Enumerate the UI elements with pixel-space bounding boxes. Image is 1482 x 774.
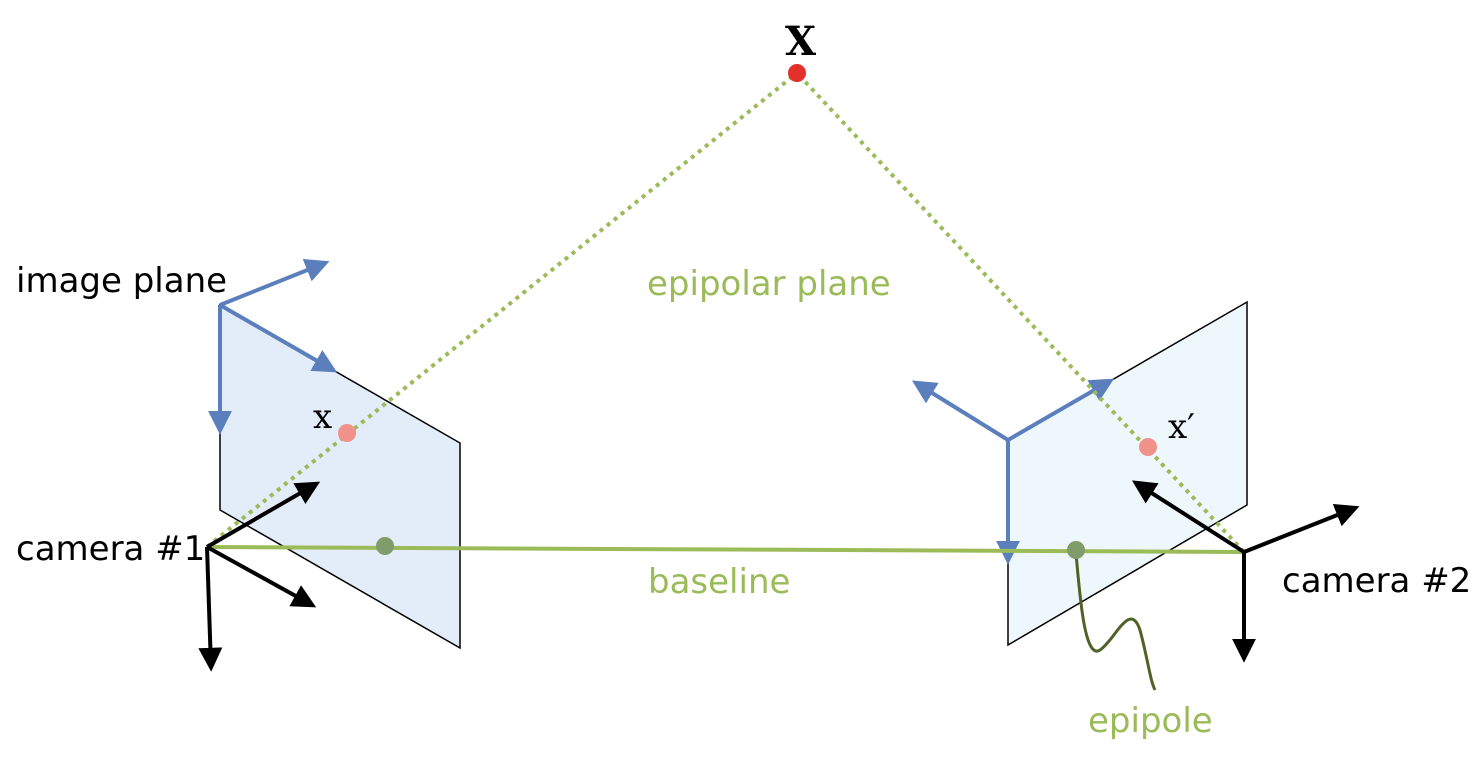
world-point-X xyxy=(788,64,806,82)
epipole-leader xyxy=(1074,552,1157,691)
image-point-x xyxy=(338,424,356,442)
ray-camera2-to-X xyxy=(795,71,1246,554)
image-point-2-label: x′ xyxy=(1168,407,1195,447)
epipole-point-1 xyxy=(376,537,394,555)
camera-2-label: camera #2 xyxy=(1282,561,1471,601)
image-plane-label: image plane xyxy=(16,261,227,301)
world-point-label: X xyxy=(785,18,816,65)
camera-2-axes xyxy=(1131,480,1360,663)
image-plane-1-axes xyxy=(208,258,338,435)
epipole-point-2 xyxy=(1067,541,1085,559)
ray-camera1-to-X xyxy=(205,71,799,549)
epipole-label: epipole xyxy=(1088,701,1213,741)
image-plane-2 xyxy=(1007,300,1248,647)
camera-1-label: camera #1 xyxy=(16,529,205,569)
image-point-1-label: x xyxy=(313,397,332,437)
camera-1-axes xyxy=(198,481,321,672)
image-point-x-prime xyxy=(1139,438,1157,456)
epipolar-plane-label: epipolar plane xyxy=(647,264,891,304)
image-plane-2-axes xyxy=(911,378,1115,565)
image-plane-1 xyxy=(219,303,461,650)
baseline-label: baseline xyxy=(648,562,790,602)
